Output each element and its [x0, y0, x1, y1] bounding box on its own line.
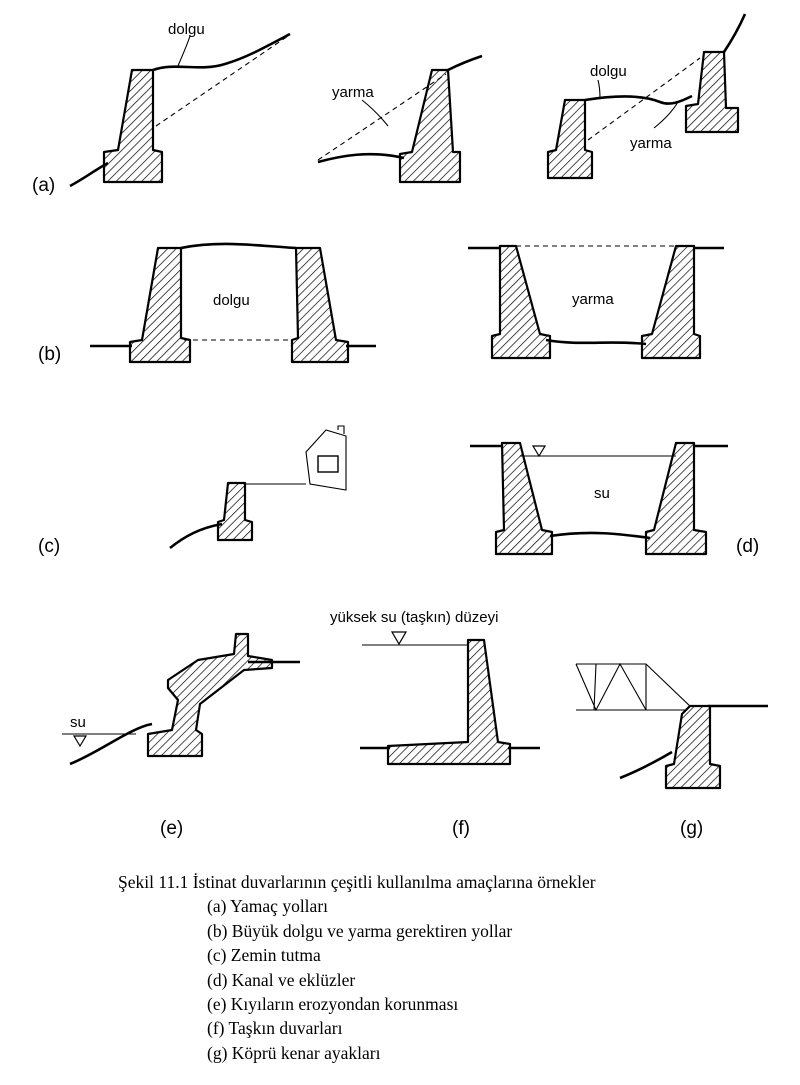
water-level-icon — [390, 631, 408, 646]
ground-line — [447, 54, 483, 72]
cut-label: yarma — [572, 291, 614, 308]
panel-label: (a) — [32, 175, 55, 196]
caption-item: (b) Büyük dolgu ve yarma gerektiren yoll… — [207, 920, 513, 941]
ground-line — [152, 32, 291, 72]
bridge-abutment — [664, 704, 722, 790]
retaining-wall — [398, 68, 462, 184]
original-ground-dashed — [155, 35, 289, 127]
caption-title: Şekil 11.1 İstinat duvarlarının çeşitli … — [118, 872, 596, 892]
retaining-wall — [684, 50, 740, 134]
house-icon — [305, 425, 347, 491]
original-ground-dashed — [317, 73, 447, 161]
panel-c: (c) — [38, 425, 347, 557]
retaining-wall — [216, 481, 254, 542]
caption-list: (a) Yamaç yolları (b) Büyük dolgu ve yar… — [118, 894, 778, 1065]
caption-item: (g) Köprü kenar ayakları — [207, 1042, 381, 1063]
panel-f: yüksek su (taşkın) düzeyi (f) — [330, 609, 540, 839]
caption-item: (d) Kanal ve eklüzler — [207, 969, 356, 990]
panel-g: (g) — [575, 662, 768, 839]
fill-label: dolgu — [590, 63, 627, 80]
panel-label: (f) — [452, 818, 470, 839]
panel-label: (g) — [680, 818, 703, 839]
panel-b: dolgu (b) yarma — [38, 242, 724, 365]
leader-line — [177, 35, 191, 67]
ground-line — [317, 152, 405, 164]
retaining-wall — [640, 244, 702, 360]
ground-line — [69, 722, 153, 766]
panel-label: (b) — [38, 344, 61, 365]
flood-level-label: yüksek su (taşkın) düzeyi — [330, 609, 498, 626]
ground-line — [69, 161, 109, 188]
ground-line — [584, 94, 693, 105]
retaining-wall — [290, 246, 350, 364]
fill-label: dolgu — [168, 21, 205, 38]
bridge-truss — [575, 662, 696, 712]
ground-line — [549, 531, 651, 540]
retaining-wall — [386, 638, 512, 766]
ground-line — [180, 242, 297, 250]
cut-label: yarma — [630, 135, 672, 152]
water-level-icon — [531, 445, 547, 458]
retaining-wall — [146, 632, 274, 758]
retaining-wall — [102, 68, 164, 184]
panel-e: su (e) — [62, 632, 300, 839]
retaining-wall — [546, 98, 594, 180]
panel-label: (d) — [736, 536, 759, 557]
leader-line — [597, 79, 601, 99]
leader-line — [361, 99, 389, 127]
leader-line — [653, 101, 679, 129]
panel-a: dolgu (a) yarma dolgu yarma — [32, 13, 747, 196]
cut-label: yarma — [332, 84, 374, 101]
water-label: su — [70, 714, 86, 731]
ground-line — [619, 750, 673, 780]
figure-caption: Şekil 11.1 İstinat duvarlarının çeşitli … — [118, 870, 778, 1065]
retaining-wall — [494, 441, 554, 556]
ground-line — [722, 13, 747, 53]
caption-item: (c) Zemin tutma — [207, 945, 321, 966]
caption-item: (a) Yamaç yolları — [207, 896, 329, 917]
ground-line — [169, 522, 223, 550]
panel-label: (c) — [38, 536, 60, 557]
caption-item: (f) Taşkın duvarları — [207, 1018, 343, 1039]
water-label: su — [594, 485, 610, 502]
panel-d: su (d) — [470, 441, 759, 557]
ground-line — [545, 338, 647, 346]
panel-label: (e) — [160, 818, 183, 839]
retaining-wall — [490, 244, 552, 360]
retaining-wall — [128, 246, 192, 364]
retaining-wall — [644, 441, 708, 556]
fill-label: dolgu — [213, 292, 250, 309]
caption-item: (e) Kıyıların erozyondan korunması — [207, 994, 459, 1015]
retaining-wall-figure: dolgu (a) yarma dolgu yarma dolgu (b) — [32, 13, 768, 839]
water-level-icon — [72, 735, 88, 748]
